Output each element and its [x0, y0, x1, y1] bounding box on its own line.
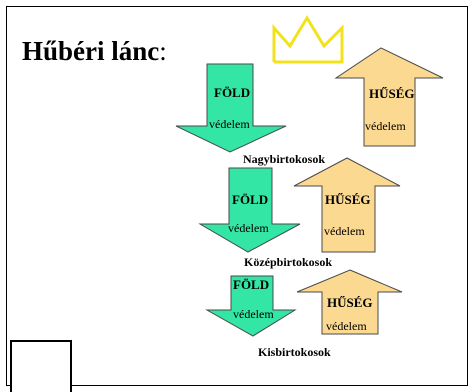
loyalty-label: HŰSÉG [369, 86, 415, 101]
land-label: FÖLD [232, 192, 268, 207]
loyalty-arrow-up [296, 269, 403, 335]
tier-label: Nagybirtokosok [243, 152, 325, 166]
tier-kisbirtokosok: FÖLD védelem HŰSÉG védelem Kisbirtokosok [205, 269, 403, 359]
protection-label: védelem [365, 119, 406, 133]
protection-label: védelem [233, 307, 274, 321]
tier-kozepbirtokosok: FÖLD védelem HŰSÉG védelem Középbirtokos… [198, 157, 401, 269]
slide-title: Hűbéri lánc: [22, 36, 167, 67]
land-arrow-down [175, 63, 287, 153]
land-label: FÖLD [214, 85, 250, 100]
title-text: Hűbéri lánc [22, 36, 160, 66]
loyalty-label: HŰSÉG [327, 295, 373, 310]
protection-label: védelem [228, 221, 269, 235]
corner-box [10, 340, 72, 392]
tier-nagybirtokosok: FÖLD védelem HŰSÉG védelem Nagybirtokoso… [175, 47, 444, 166]
loyalty-label: HŰSÉG [325, 192, 371, 207]
protection-label: védelem [209, 117, 250, 131]
land-arrow-down [205, 275, 297, 337]
loyalty-arrow-up [334, 47, 444, 147]
land-label: FÖLD [233, 277, 269, 292]
protection-label: védelem [324, 224, 365, 238]
tier-label: Kisbirtokosok [258, 345, 331, 359]
crown-icon [272, 15, 344, 64]
tier-label: Középbirtokosok [244, 255, 332, 269]
protection-label: védelem [326, 319, 367, 333]
loyalty-arrow-up [293, 157, 401, 253]
land-arrow-down [198, 167, 301, 253]
title-colon: : [159, 36, 167, 66]
